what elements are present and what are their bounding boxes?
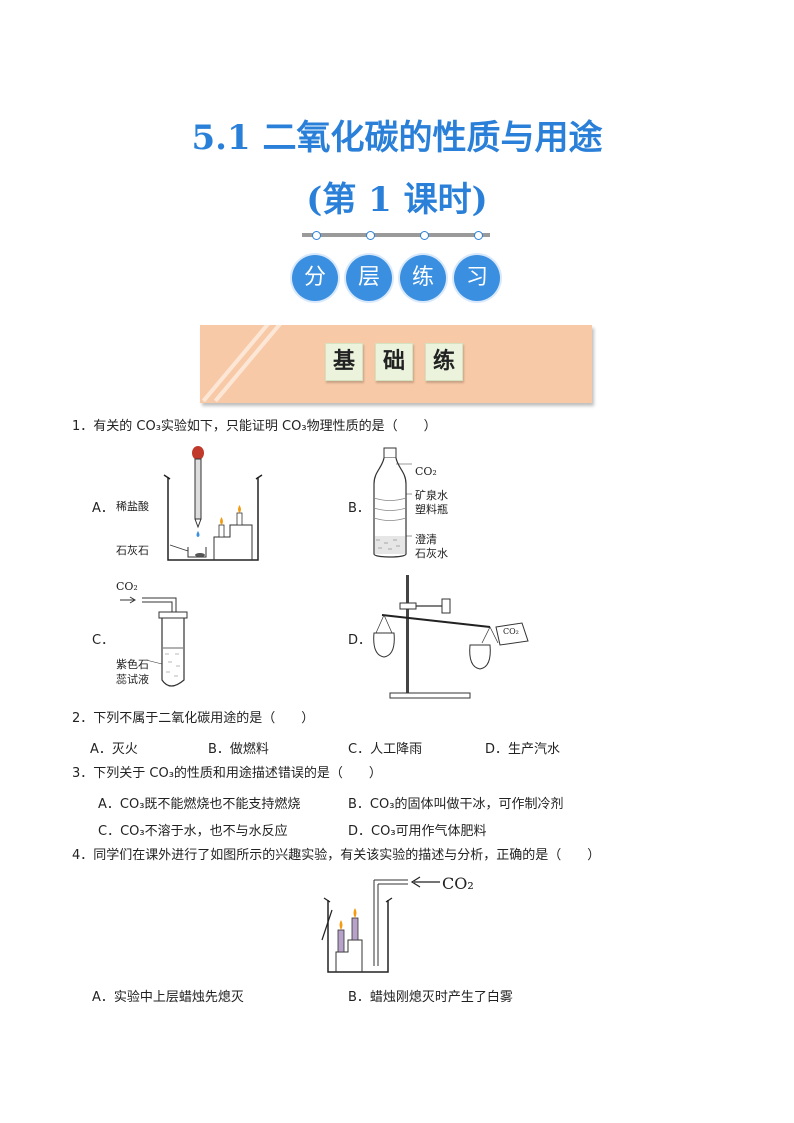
- q2-option-a[interactable]: A．灭火: [90, 742, 138, 757]
- label-co2-c: CO₂: [116, 580, 138, 593]
- q4-option-b[interactable]: B．蜡烛刚熄灭时产生了白雾: [348, 990, 513, 1005]
- badge-fen: 分: [292, 255, 338, 301]
- q2-option-c[interactable]: C．人工降雨: [348, 742, 423, 757]
- label-co2-d: CO₂: [503, 627, 519, 636]
- label-limewater-2: 石灰水: [415, 547, 448, 560]
- label-limewater-1: 澄清: [415, 533, 437, 546]
- badge-row: 分 层 练 习: [289, 255, 509, 305]
- banner-char-lian: 练: [425, 343, 463, 381]
- page-title: 5.1 二氧化碳的性质与用途: [191, 118, 603, 158]
- section-banner: 基 础 练: [200, 325, 592, 403]
- label-bottle-2: 塑料瓶: [415, 503, 448, 516]
- label-limestone: 石灰石: [116, 544, 149, 557]
- q3-option-c[interactable]: C．CO₃不溶于水，也不与水反应: [98, 824, 288, 839]
- badge-xi: 习: [454, 255, 500, 301]
- q4-option-a[interactable]: A．实验中上层蜡烛先熄灭: [92, 990, 244, 1005]
- label-hydrochloric-acid: 稀盐酸: [116, 500, 149, 513]
- label-litmus-2: 蕊试液: [116, 673, 149, 686]
- banner-char-ji: 基: [325, 343, 363, 381]
- badge-lian: 练: [400, 255, 446, 301]
- label-litmus-1: 紫色石: [116, 658, 149, 671]
- q1-option-b[interactable]: B．: [348, 501, 370, 516]
- label-co2-q4: CO₂: [442, 874, 474, 893]
- question-1-stem: 1．有关的 CO₃实验如下，只能证明 CO₃物理性质的是（ ）: [72, 419, 437, 434]
- q3-option-a[interactable]: A．CO₃既不能燃烧也不能支持燃烧: [98, 797, 301, 812]
- q1-option-d[interactable]: D．: [348, 633, 372, 648]
- header-timeline: [302, 231, 490, 240]
- q3-option-d[interactable]: D．CO₃可用作气体肥料: [348, 824, 487, 839]
- timeline-dot: [312, 231, 321, 240]
- banner-char-chu: 础: [375, 343, 413, 381]
- q2-option-b[interactable]: B．做燃料: [208, 742, 269, 757]
- question-3-stem: 3．下列关于 CO₃的性质和用途描述错误的是（ ）: [72, 766, 382, 781]
- timeline-dot: [420, 231, 429, 240]
- figure-a-beaker: [163, 446, 263, 561]
- page-subtitle: (第 1 课时): [306, 180, 488, 220]
- question-4-stem: 4．同学们在课外进行了如图所示的兴趣实验，有关该实验的描述与分析，正确的是（ ）: [72, 848, 601, 863]
- label-bottle-1: 矿泉水: [415, 489, 448, 502]
- q1-option-a[interactable]: A．: [92, 501, 114, 516]
- label-co2-b: CO₂: [415, 465, 437, 478]
- timeline-dot: [474, 231, 483, 240]
- q1-option-c[interactable]: C．: [92, 633, 115, 648]
- badge-ceng: 层: [346, 255, 392, 301]
- figure-c-test-tube: [120, 596, 188, 687]
- figure-b-bottle: [373, 447, 412, 558]
- figure-d-balance: [373, 575, 529, 699]
- q2-option-d[interactable]: D．生产汽水: [485, 742, 561, 757]
- timeline-dot: [366, 231, 375, 240]
- figure-q4-candles: [321, 876, 440, 973]
- question-2-stem: 2．下列不属于二氧化碳用途的是（ ）: [72, 711, 315, 726]
- q3-option-b[interactable]: B．CO₃的固体叫做干冰，可作制冷剂: [348, 797, 564, 812]
